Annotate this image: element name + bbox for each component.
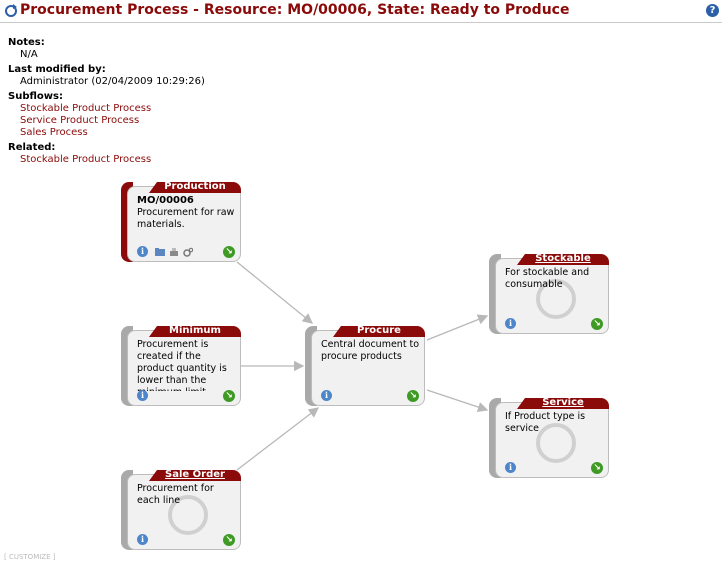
refresh-icon[interactable] [4, 4, 18, 18]
node-sale-order[interactable]: Sale Order Procurement for each line i ↘ [121, 469, 241, 550]
node-stockable[interactable]: Stockable For stockable and consumable i… [489, 253, 609, 334]
info-icon[interactable]: i [321, 390, 332, 401]
go-arrow-icon[interactable]: ↘ [591, 318, 603, 330]
print-icon[interactable] [169, 247, 179, 257]
customize-link[interactable]: [ CUSTOMIZE ] [4, 553, 56, 561]
info-icon[interactable]: i [137, 534, 148, 545]
node-sale-order-description: Procurement for each line [137, 483, 214, 506]
go-arrow-icon[interactable]: ↘ [223, 534, 235, 546]
modified-label: Last modified by: [8, 64, 106, 75]
subflow-loop-icon [168, 495, 208, 535]
info-icon[interactable]: i [137, 390, 148, 401]
node-minimum[interactable]: Minimum Procurement is created if the pr… [121, 325, 241, 406]
go-arrow-icon[interactable]: ↘ [407, 390, 419, 402]
go-arrow-icon[interactable]: ↘ [223, 390, 235, 402]
related-label: Related: [8, 142, 56, 153]
info-icon[interactable]: i [137, 246, 148, 257]
go-arrow-icon[interactable]: ↘ [223, 246, 235, 258]
node-minimum-description: Procurement is created if the product qu… [137, 339, 227, 391]
process-info: Notes: N/A Last modified by: Administrat… [8, 34, 205, 166]
node-service-description: If Product type is service [505, 411, 586, 434]
node-production[interactable]: Production MO/00006 Procurement for raw … [121, 181, 241, 262]
subflow-link-sales[interactable]: Sales Process [20, 127, 88, 138]
node-service-label[interactable]: Service [542, 397, 584, 408]
notes-label: Notes: [8, 37, 45, 48]
subflow-link-service[interactable]: Service Product Process [20, 115, 140, 126]
edge-production-procure [236, 261, 314, 324]
node-service[interactable]: Service If Product type is service i ↘ [489, 397, 609, 478]
info-icon[interactable]: i [505, 318, 516, 329]
node-stockable-description: For stockable and consumable [505, 267, 590, 290]
notes-value: N/A [20, 49, 38, 60]
node-stockable-label[interactable]: Stockable [535, 253, 591, 264]
node-procure-label: Procure [357, 325, 401, 336]
subflow-loop-icon [536, 279, 576, 319]
title-bar: Procurement Process - Resource: MO/00006… [0, 0, 722, 23]
edge-procure-service [426, 389, 489, 413]
gears-icon[interactable] [183, 247, 193, 257]
subflows-label: Subflows: [8, 91, 63, 102]
node-sale-order-label[interactable]: Sale Order [165, 469, 225, 480]
modified-value: Administrator (02/04/2009 10:29:26) [20, 76, 205, 87]
related-link-stockable[interactable]: Stockable Product Process [20, 154, 152, 165]
edge-procure-stockable [426, 314, 489, 341]
info-icon[interactable]: i [505, 462, 516, 473]
go-arrow-icon[interactable]: ↘ [591, 462, 603, 474]
subflow-loop-icon [536, 423, 576, 463]
subflow-link-stockable[interactable]: Stockable Product Process [20, 103, 152, 114]
page-title: Procurement Process - Resource: MO/00006… [20, 2, 570, 18]
folder-icon[interactable] [155, 247, 165, 257]
node-production-label: Production [164, 181, 226, 192]
node-production-description: Procurement for raw materials. [137, 207, 235, 230]
help-icon[interactable]: ? [706, 4, 719, 17]
node-procure[interactable]: Procure Central document to procure prod… [305, 325, 425, 406]
node-procure-description: Central document to procure products [321, 339, 420, 362]
edge-sale-order-procure [236, 407, 320, 471]
node-production-code: MO/00006 [137, 195, 194, 206]
node-minimum-label: Minimum [169, 325, 221, 336]
